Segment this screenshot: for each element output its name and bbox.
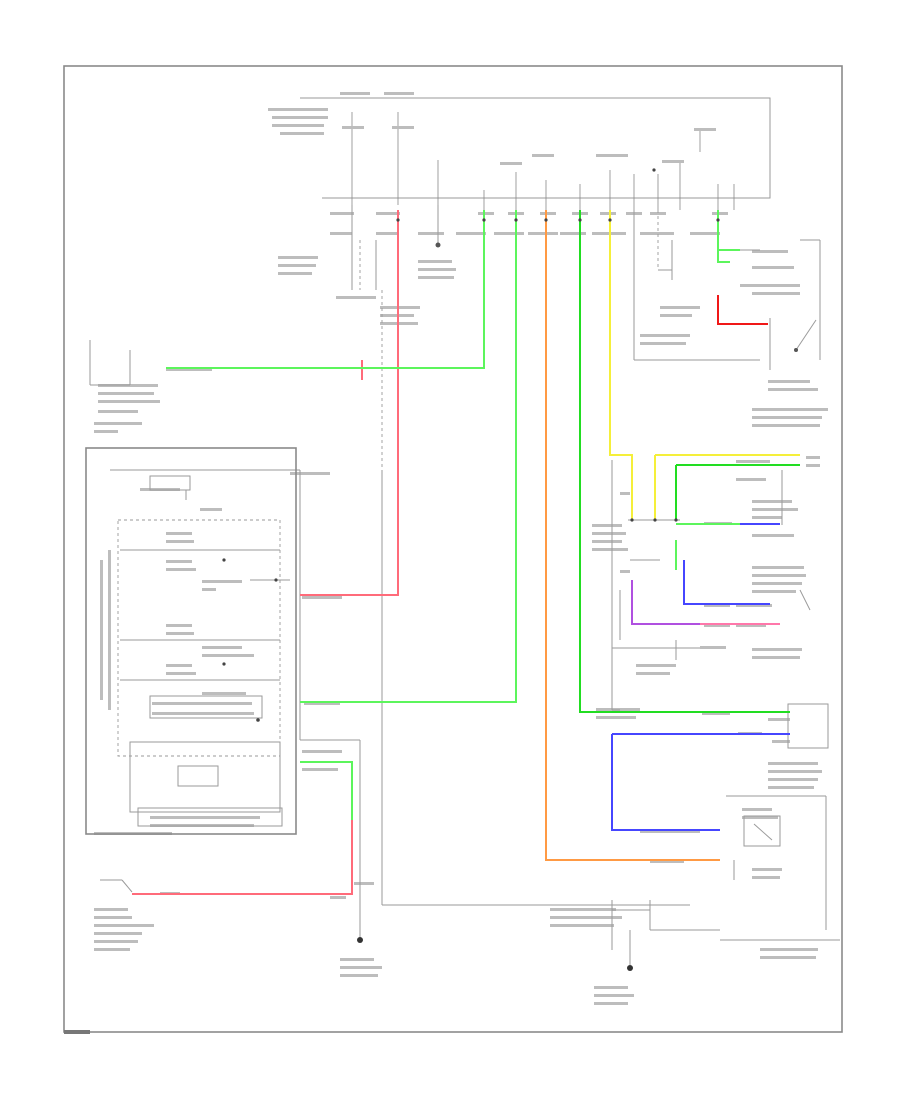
- colored-wires: [132, 210, 800, 895]
- wire-orange: [545, 210, 720, 861]
- label-placeholders: [94, 92, 828, 1005]
- wire-yellow-1: [609, 210, 633, 520]
- cruise-control-module-box: [85, 447, 297, 835]
- wire-light-green-2: [300, 210, 517, 703]
- wire-red-3: [132, 820, 353, 895]
- wire-dark-red: [717, 295, 768, 325]
- connector-dots: [222, 168, 720, 722]
- wire-blue-1: [683, 560, 770, 605]
- wire-light-green-3: [717, 210, 740, 251]
- wire-light-green-1: [166, 210, 485, 369]
- wire-red-1: [300, 210, 399, 596]
- control-unit-box: [300, 97, 771, 199]
- wire-green: [579, 210, 790, 713]
- wire-violet: [631, 580, 700, 625]
- ground-and-signal-wiring: [85, 205, 840, 971]
- diagram-frame: [63, 65, 843, 1033]
- wire-light-green-5: [300, 761, 353, 820]
- footer-code-mark: [64, 1030, 90, 1034]
